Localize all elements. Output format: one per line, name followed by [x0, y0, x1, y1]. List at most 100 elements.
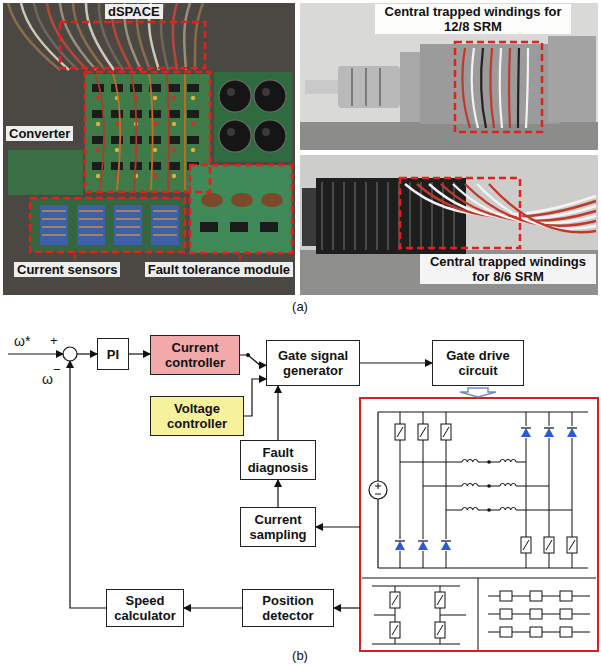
board-component	[111, 110, 123, 118]
winding-coil	[462, 459, 478, 462]
winding-lead	[462, 48, 470, 128]
bus	[372, 586, 460, 587]
diode-symbol	[567, 427, 577, 428]
sensor-turn	[116, 218, 140, 220]
film-capacitor	[261, 193, 283, 207]
terminal-box	[548, 36, 596, 122]
relay-contact	[530, 591, 542, 601]
winding-lead	[489, 184, 596, 232]
diode-background	[395, 539, 405, 551]
control-block: Position detector	[242, 589, 334, 627]
center-tap	[487, 508, 491, 512]
cable	[195, 3, 203, 70]
dc-source	[375, 494, 381, 495]
dashed-highlight-box	[85, 72, 210, 192]
capacitor-top	[227, 128, 235, 136]
wire	[131, 74, 136, 190]
block-text: Voltage controller	[155, 401, 239, 431]
switch-symbol	[418, 424, 428, 440]
sensor-turn	[153, 226, 177, 228]
wire	[374, 615, 395, 616]
photo-background	[3, 3, 295, 295]
wire	[440, 615, 466, 616]
winding-lead	[518, 48, 519, 128]
section-divider	[478, 578, 479, 650]
winding-wire	[516, 462, 526, 463]
sensor-turn	[79, 218, 103, 220]
cable	[60, 3, 96, 70]
error-arrow	[77, 353, 97, 354]
switch-symbol	[437, 625, 443, 635]
switch-symbol	[544, 537, 554, 553]
block-text: Gate signal generator	[271, 348, 355, 378]
board-component	[96, 122, 100, 126]
control-block: PI	[97, 338, 129, 370]
winding-wire	[446, 510, 462, 511]
signal-arrow	[277, 480, 278, 507]
sensor-turn	[79, 234, 103, 236]
diode-symbol	[521, 428, 531, 437]
photo-label: Central trapped windings for 12/8 SRM	[375, 4, 571, 34]
relay-contact	[500, 627, 512, 637]
signal-label: ω*	[14, 334, 30, 349]
bus	[372, 644, 460, 645]
winding-coil	[462, 507, 478, 510]
sign-label: −	[53, 362, 61, 377]
diode-symbol	[395, 541, 405, 550]
dc-bus	[377, 499, 378, 568]
board-component	[168, 84, 180, 92]
switch-symbol	[546, 540, 552, 550]
relay-contact	[530, 627, 542, 637]
dashed-highlight-box	[190, 165, 292, 253]
motor-flange	[302, 188, 316, 246]
board-component	[153, 96, 157, 100]
cooling-fin	[420, 182, 422, 250]
motor-body	[316, 178, 466, 254]
relay-contact	[560, 627, 572, 637]
sensor-turn	[42, 210, 66, 212]
board-component	[96, 96, 100, 100]
leader-line	[239, 255, 241, 260]
block-text: Fault diagnosis	[245, 445, 311, 475]
base-plate	[300, 122, 598, 150]
winding-lead	[490, 48, 494, 128]
relay-contact	[500, 609, 512, 619]
board-component	[187, 84, 199, 92]
relay-contact	[530, 609, 542, 619]
block-text: Position detector	[247, 593, 329, 623]
switch-symbol	[435, 622, 445, 638]
switch-symbol	[567, 537, 577, 553]
winding-lead	[453, 184, 596, 223]
summing-junction	[63, 347, 77, 361]
signal-arrow	[129, 353, 150, 354]
sensor-turn	[116, 210, 140, 212]
board-component	[172, 174, 176, 178]
center-tap	[487, 484, 491, 488]
control-block: Voltage controller	[150, 396, 244, 436]
cooling-fin	[387, 182, 389, 250]
film-capacitor	[231, 193, 253, 207]
switch-symbol	[443, 427, 449, 437]
relay-contact	[560, 591, 572, 601]
block-text: Speed calculator	[111, 593, 179, 623]
cable	[47, 3, 87, 70]
cooling-fin	[409, 182, 411, 250]
board-component	[168, 136, 180, 144]
block-text: Current controller	[155, 340, 235, 370]
winding-wire	[400, 462, 462, 463]
block-text: Gate drive circuit	[437, 348, 519, 378]
current-sensor	[40, 205, 68, 245]
hollow-arrow	[460, 388, 496, 397]
photo-label: Converter	[6, 126, 73, 141]
sensor-turn	[153, 234, 177, 236]
winding-wire	[423, 486, 462, 487]
board-component	[111, 136, 123, 144]
winding-lead	[500, 48, 502, 128]
cooling-fin	[354, 182, 356, 250]
block-text: PI	[107, 347, 119, 362]
coupling-slit	[351, 68, 353, 106]
cooling-fin	[321, 182, 323, 250]
board-component	[153, 148, 157, 152]
switch-symbol	[395, 424, 405, 440]
